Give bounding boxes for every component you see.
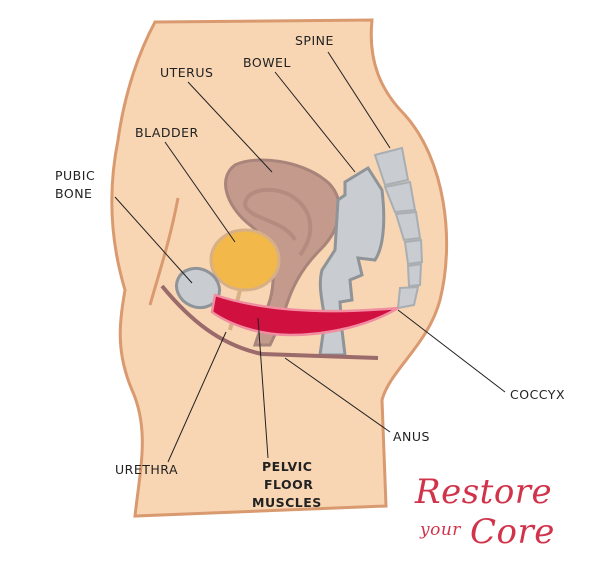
spine-vertebrae bbox=[373, 146, 424, 310]
svg-text:Core: Core bbox=[470, 512, 555, 552]
label-bladder: BLADDER bbox=[135, 125, 199, 140]
label-anus: ANUS bbox=[393, 429, 430, 444]
uterus-shape bbox=[224, 158, 341, 347]
label-bone: BONE bbox=[55, 186, 92, 201]
label-muscles: MUSCLES bbox=[252, 495, 322, 510]
perineum-line bbox=[160, 284, 379, 360]
label-bowel: BOWEL bbox=[243, 55, 291, 70]
leader-lines bbox=[114, 51, 506, 463]
svg-text:Restore: Restore bbox=[414, 472, 552, 512]
bowel-shape bbox=[318, 165, 386, 357]
label-pelvic: PELVIC bbox=[262, 459, 312, 474]
thigh-line bbox=[148, 197, 180, 306]
uterus-inner bbox=[242, 187, 313, 257]
bladder-shape bbox=[209, 228, 281, 292]
label-uterus: UTERUS bbox=[160, 65, 213, 80]
label-urethra: URETHRA bbox=[115, 462, 178, 477]
label-spine: SPINE bbox=[295, 33, 334, 48]
label-coccyx: COCCYX bbox=[510, 387, 565, 402]
label-floor: FLOOR bbox=[264, 477, 313, 492]
restore-your-core-logo: Restore your Core bbox=[414, 472, 555, 552]
label-pubic: PUBIC bbox=[55, 168, 95, 183]
svg-text:your: your bbox=[419, 520, 461, 540]
